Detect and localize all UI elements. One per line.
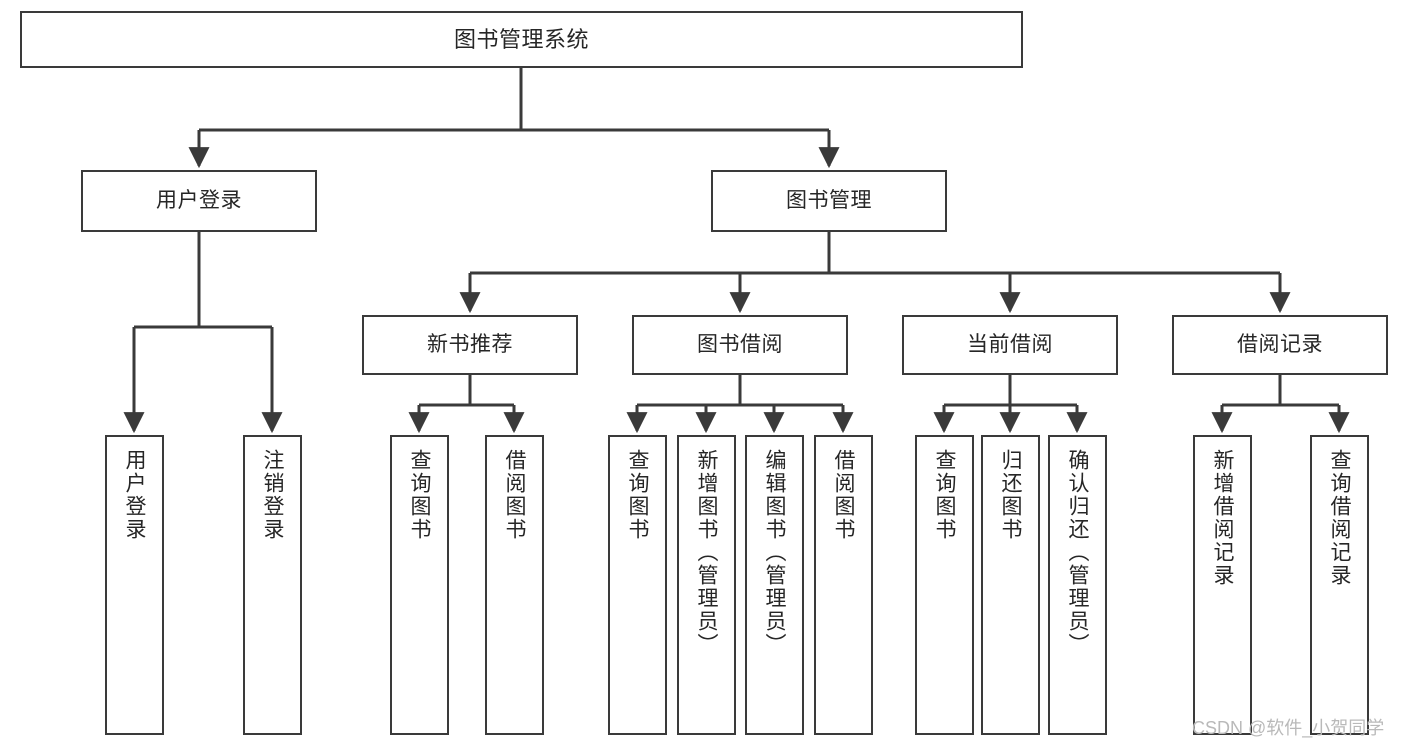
node-leaf-user-login[interactable]: 用户登录: [105, 435, 164, 735]
node-book-borrow-label: 图书借阅: [697, 332, 783, 356]
node-leaf-query-book-2[interactable]: 查询图书: [608, 435, 667, 735]
node-leaf-query-record[interactable]: 查询借阅记录: [1310, 435, 1369, 735]
node-root[interactable]: 图书管理系统: [20, 11, 1023, 68]
node-leaf-confirm-return[interactable]: 确认归还（管理员）: [1048, 435, 1107, 735]
node-leaf-add-record[interactable]: 新增借阅记录: [1193, 435, 1252, 735]
node-new-book-recommend[interactable]: 新书推荐: [362, 315, 578, 375]
node-leaf-borrow-book-2[interactable]: 借阅图书: [814, 435, 873, 735]
node-leaf-query-book-3-label: 查询图书: [933, 449, 956, 541]
node-leaf-confirm-return-label: 确认归还（管理员）: [1066, 449, 1089, 656]
node-leaf-edit-book[interactable]: 编辑图书（管理员）: [745, 435, 804, 735]
node-borrow-record-label: 借阅记录: [1237, 332, 1323, 356]
node-leaf-borrow-book-1[interactable]: 借阅图书: [485, 435, 544, 735]
node-borrow-record[interactable]: 借阅记录: [1172, 315, 1388, 375]
node-leaf-user-login-label: 用户登录: [123, 449, 146, 541]
node-leaf-edit-book-label: 编辑图书（管理员）: [763, 449, 786, 656]
node-user-login[interactable]: 用户登录: [81, 170, 317, 232]
node-leaf-return-book[interactable]: 归还图书: [981, 435, 1040, 735]
node-current-borrow[interactable]: 当前借阅: [902, 315, 1118, 375]
node-leaf-logout-login-label: 注销登录: [261, 449, 284, 541]
node-leaf-add-book-label: 新增图书（管理员）: [695, 449, 718, 656]
node-root-label: 图书管理系统: [453, 26, 589, 52]
node-leaf-query-book-3[interactable]: 查询图书: [915, 435, 974, 735]
node-leaf-query-book-1-label: 查询图书: [408, 449, 431, 541]
node-leaf-query-book-2-label: 查询图书: [626, 449, 649, 541]
node-book-manage[interactable]: 图书管理: [711, 170, 947, 232]
node-leaf-return-book-label: 归还图书: [999, 449, 1022, 541]
node-leaf-add-book[interactable]: 新增图书（管理员）: [677, 435, 736, 735]
node-leaf-logout-login[interactable]: 注销登录: [243, 435, 302, 735]
csdn-watermark: CSDN @软件_小贺同学: [1192, 718, 1385, 738]
node-user-login-label: 用户登录: [156, 188, 242, 212]
node-leaf-query-book-1[interactable]: 查询图书: [390, 435, 449, 735]
node-current-borrow-label: 当前借阅: [967, 332, 1053, 356]
node-leaf-borrow-book-1-label: 借阅图书: [503, 449, 526, 541]
node-book-borrow[interactable]: 图书借阅: [632, 315, 848, 375]
node-leaf-borrow-book-2-label: 借阅图书: [832, 449, 855, 541]
node-book-manage-label: 图书管理: [786, 188, 872, 212]
node-leaf-query-record-label: 查询借阅记录: [1328, 449, 1351, 587]
node-leaf-add-record-label: 新增借阅记录: [1211, 449, 1234, 587]
node-new-book-recommend-label: 新书推荐: [427, 332, 513, 356]
